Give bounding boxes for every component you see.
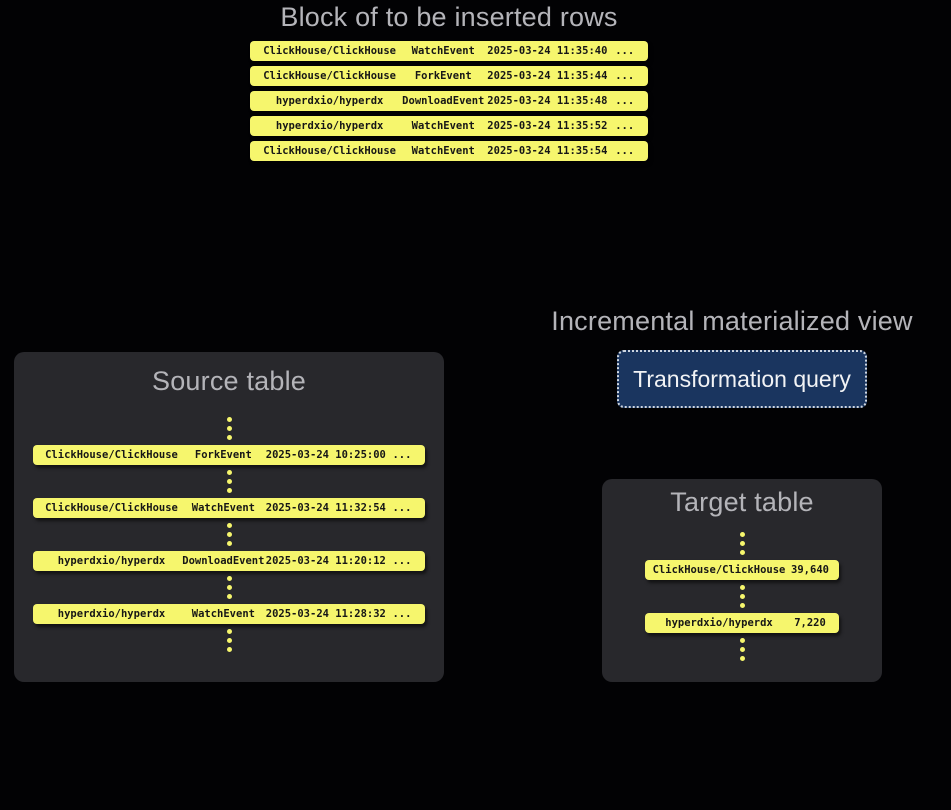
row-event: WatchEvent	[411, 120, 475, 132]
target-row: hyperdxio/hyperdx 7,220	[645, 613, 839, 633]
ellipsis-dots	[226, 417, 232, 440]
source-table-panel: Source table ClickHouse/ClickHouse ForkE…	[14, 352, 444, 682]
row-timestamp: 2025-03-24 11:32:54	[265, 502, 386, 514]
row-repo: ClickHouse/ClickHouse	[263, 145, 396, 157]
row-ellipsis: ...	[615, 120, 635, 132]
row-event: WatchEvent	[191, 502, 255, 514]
row-repo: hyperdxio/hyperdx	[57, 555, 166, 567]
row-repo: hyperdxio/hyperdx	[275, 120, 384, 132]
row-ellipsis: ...	[615, 145, 635, 157]
row-ellipsis: ...	[392, 608, 412, 620]
row-ellipsis: ...	[392, 555, 412, 567]
row-ellipsis: ...	[615, 70, 635, 82]
row-timestamp: 2025-03-24 11:28:32	[265, 608, 386, 620]
ellipsis-dots	[739, 638, 745, 661]
ellipsis-dots	[739, 585, 745, 608]
source-row: ClickHouse/ClickHouse WatchEvent 2025-03…	[33, 498, 425, 518]
row-repo: ClickHouse/ClickHouse	[263, 45, 396, 57]
row-ellipsis: ...	[615, 45, 635, 57]
row-timestamp: 2025-03-24 11:35:54	[487, 145, 608, 157]
insert-row: ClickHouse/ClickHouse WatchEvent 2025-03…	[250, 141, 648, 161]
row-timestamp: 2025-03-24 11:35:48	[487, 95, 608, 107]
row-repo: ClickHouse/ClickHouse	[652, 564, 786, 576]
insert-block-title: Block of to be inserted rows	[280, 2, 618, 32]
transformation-query-box: Transformation query	[617, 350, 867, 408]
row-event: ForkEvent	[414, 70, 472, 82]
row-repo: ClickHouse/ClickHouse	[45, 449, 178, 461]
source-row: hyperdxio/hyperdx WatchEvent 2025-03-24 …	[33, 604, 425, 624]
row-timestamp: 2025-03-24 11:35:44	[487, 70, 608, 82]
target-table-title: Target table	[670, 487, 814, 517]
row-event: DownloadEvent	[402, 95, 485, 107]
row-ellipsis: ...	[392, 502, 412, 514]
row-event: DownloadEvent	[182, 555, 265, 567]
ellipsis-dots	[226, 576, 232, 599]
row-ellipsis: ...	[615, 95, 635, 107]
insert-row: hyperdxio/hyperdx DownloadEvent 2025-03-…	[250, 91, 648, 111]
target-row: ClickHouse/ClickHouse 39,640	[645, 560, 839, 580]
ellipsis-dots	[226, 470, 232, 493]
row-event: WatchEvent	[411, 45, 475, 57]
row-repo: hyperdxio/hyperdx	[57, 608, 166, 620]
insert-row: hyperdxio/hyperdx WatchEvent 2025-03-24 …	[250, 116, 648, 136]
row-ellipsis: ...	[392, 449, 412, 461]
ellipsis-dots	[226, 523, 232, 546]
source-row: ClickHouse/ClickHouse ForkEvent 2025-03-…	[33, 445, 425, 465]
source-table-title: Source table	[152, 366, 306, 396]
row-repo: hyperdxio/hyperdx	[275, 95, 384, 107]
row-repo: ClickHouse/ClickHouse	[263, 70, 396, 82]
row-event: WatchEvent	[411, 145, 475, 157]
target-table-panel: Target table ClickHouse/ClickHouse 39,64…	[602, 479, 882, 682]
insert-row: ClickHouse/ClickHouse WatchEvent 2025-03…	[250, 41, 648, 61]
row-count: 7,220	[794, 617, 826, 629]
source-row: hyperdxio/hyperdx DownloadEvent 2025-03-…	[33, 551, 425, 571]
row-event: WatchEvent	[191, 608, 255, 620]
row-event: ForkEvent	[194, 449, 252, 461]
ellipsis-dots	[226, 629, 232, 652]
materialized-view-title: Incremental materialized view	[551, 306, 913, 336]
row-timestamp: 2025-03-24 10:25:00	[265, 449, 386, 461]
row-timestamp: 2025-03-24 11:20:12	[265, 555, 386, 567]
row-repo: hyperdxio/hyperdx	[665, 617, 773, 629]
row-repo: ClickHouse/ClickHouse	[45, 502, 178, 514]
row-timestamp: 2025-03-24 11:35:40	[487, 45, 608, 57]
row-timestamp: 2025-03-24 11:35:52	[487, 120, 608, 132]
row-count: 39,640	[791, 564, 829, 576]
insert-row: ClickHouse/ClickHouse ForkEvent 2025-03-…	[250, 66, 648, 86]
insert-block: Block of to be inserted rows ClickHouse/…	[250, 2, 648, 166]
ellipsis-dots	[739, 532, 745, 555]
